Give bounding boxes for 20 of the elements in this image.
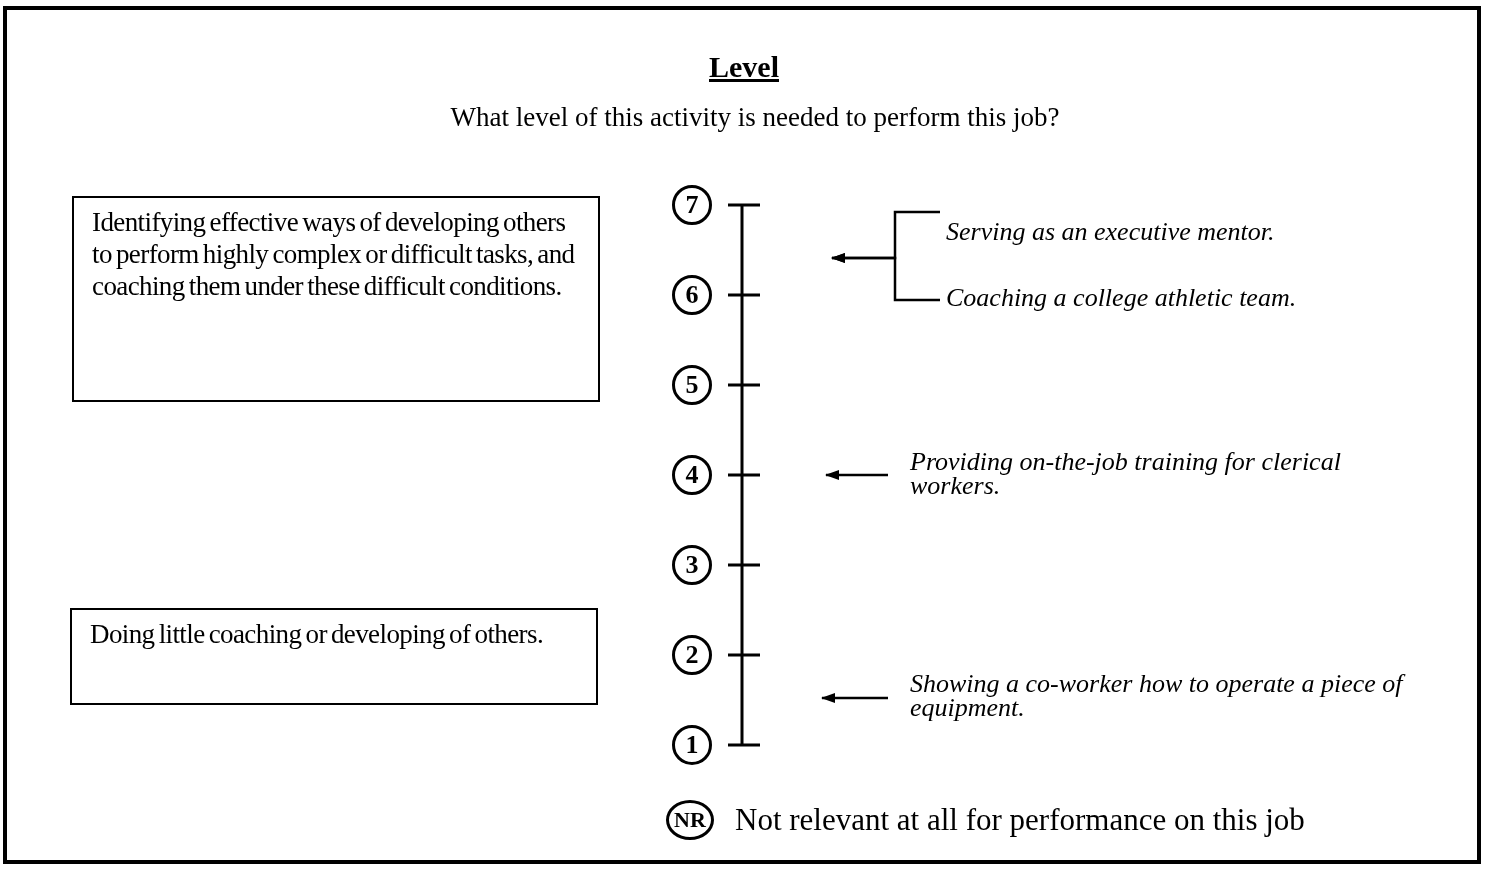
description-box: Identifying effective ways of developing others to perform highly complex or difficult tasks, and coaching them under these difficult conditions.: [72, 196, 600, 402]
example-text: Showing a co-worker how to operate a piece of equipment.: [910, 672, 1430, 720]
arrow: [831, 253, 940, 302]
circled-number: 6: [672, 275, 712, 315]
circled-number: 2: [672, 635, 712, 675]
circled-number: NR: [666, 800, 714, 840]
description-box: Doing little coaching or developing of others.: [70, 608, 598, 705]
question-text: What level of this activity is needed to perform this job?: [449, 102, 1061, 133]
circled-number: 4: [672, 455, 712, 495]
circled-number: 3: [672, 545, 712, 585]
example-text: Coaching a college athletic team.: [946, 286, 1297, 310]
option-text: Not relevant at all for performance on this job: [735, 802, 1305, 838]
arrow: [825, 470, 888, 480]
circled-number: 1: [672, 725, 712, 765]
arrow: [821, 693, 888, 703]
title: Level: [708, 50, 780, 84]
example-text: Serving as an executive mentor.: [946, 220, 1275, 244]
example-text: Providing on-the-job training for clerical workers.: [910, 450, 1410, 498]
circled-number: 7: [672, 185, 712, 225]
circled-number: 5: [672, 365, 712, 405]
